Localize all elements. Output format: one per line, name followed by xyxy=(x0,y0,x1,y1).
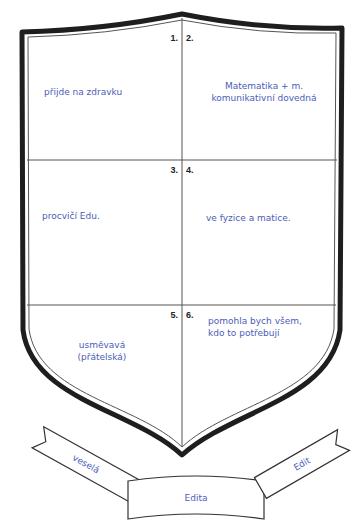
field-number: 1. xyxy=(170,32,178,44)
ribbon-outline xyxy=(32,427,140,501)
ribbon-outline xyxy=(254,430,349,499)
divider-line xyxy=(27,305,336,306)
shield-field: 4. ve fyzice a matice. xyxy=(184,162,338,302)
field-number: 3. xyxy=(170,164,178,176)
shield-outline xyxy=(22,14,342,455)
field-number: 5. xyxy=(170,309,178,321)
ribbon-text: veselá xyxy=(71,453,101,476)
handwritten-note: procvičí Edu. xyxy=(42,210,162,222)
ribbon-outline xyxy=(128,476,264,519)
ribbon-band: veselá xyxy=(32,427,140,501)
shield-field: 2. Matematika + m. komunikativní dovedná xyxy=(184,30,338,158)
ribbon-band: Edita xyxy=(128,475,264,521)
ribbon-text: Edit xyxy=(292,455,312,472)
ribbon-text-holder: Edit xyxy=(254,430,349,499)
field-number: 2. xyxy=(186,32,194,44)
shield-field: 5. usměvavá (přátelská) xyxy=(40,307,180,403)
ribbon-band: Edit xyxy=(254,430,349,499)
ribbon-text-holder: Edita xyxy=(128,475,264,521)
divider-line xyxy=(182,18,183,446)
shield-field: 6. pomohla bych všem, kdo to potřebují xyxy=(184,307,324,403)
shield-field: 1. přijde na zdravku xyxy=(26,30,180,158)
divider-line xyxy=(27,160,337,161)
ribbon-text: Edita xyxy=(185,493,208,503)
handwritten-note: ve fyzice a matice. xyxy=(206,212,326,224)
ribbon-text-holder: veselá xyxy=(32,427,140,501)
handwritten-note: Matematika + m. komunikativní dovedná xyxy=(194,80,334,104)
handwritten-note: usměvavá (přátelská) xyxy=(62,339,142,363)
handwritten-note: pomohla bych všem, kdo to potřebují xyxy=(208,315,304,339)
field-number: 4. xyxy=(186,164,194,176)
handwritten-note: přijde na zdravku xyxy=(44,86,164,98)
field-number: 6. xyxy=(186,309,194,321)
shield-field: 3. procvičí Edu. xyxy=(26,162,180,302)
